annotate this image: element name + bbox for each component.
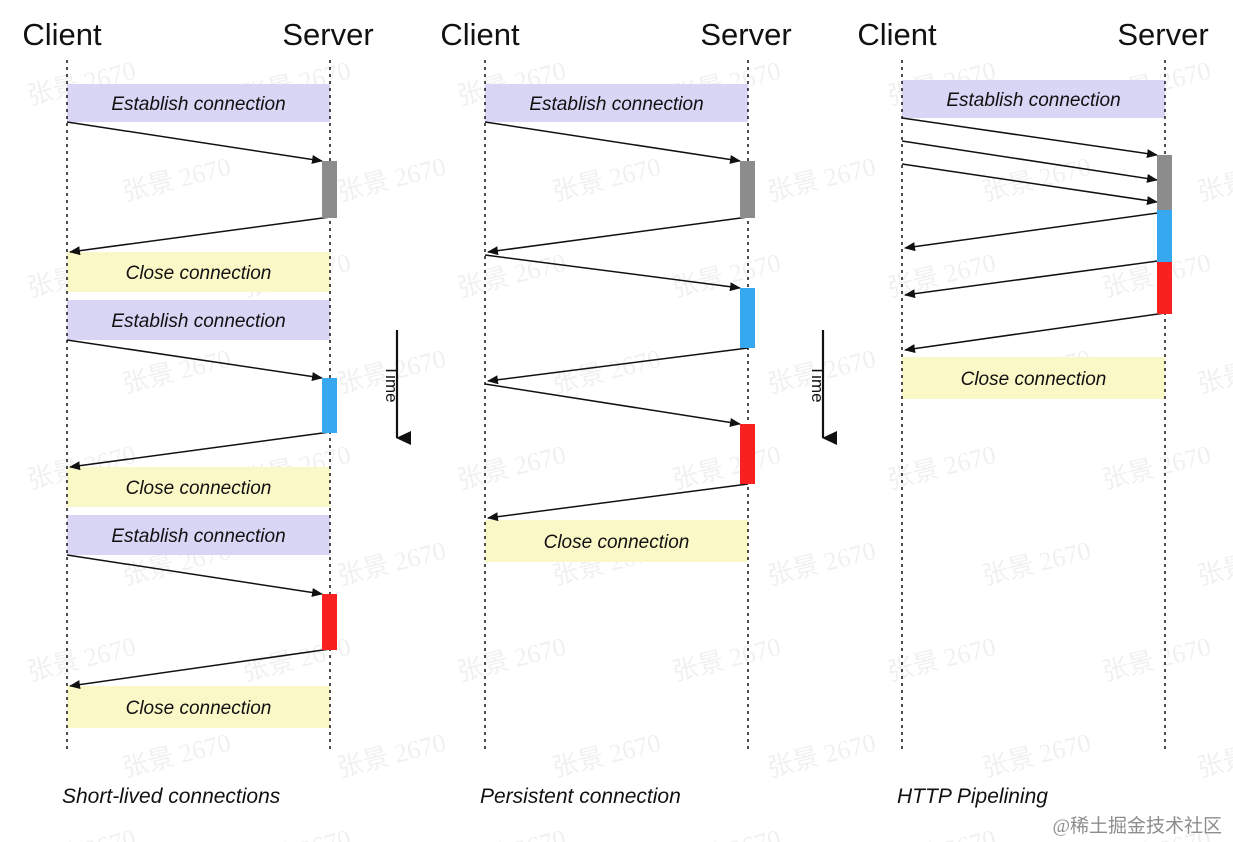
watermark-text: 张景 2670 — [549, 728, 663, 783]
time-axis: Time — [808, 330, 837, 445]
band-establish — [485, 84, 748, 122]
server-activation-block-red — [1157, 262, 1172, 314]
band-label: Establish connection — [111, 94, 285, 115]
watermark-text: 张景 2670 — [549, 152, 663, 207]
server-activation-block-red — [322, 594, 337, 650]
message-arrow-request — [66, 339, 323, 381]
band-label: Close connection — [961, 369, 1107, 390]
band-establish — [67, 84, 330, 122]
watermark-text: 张景 2670 — [884, 824, 998, 842]
message-arrow-response — [904, 312, 1166, 354]
watermark-text: 张景 2670 — [1194, 728, 1233, 783]
watermark-text: 张景 2670 — [669, 632, 783, 687]
time-axis: Time — [382, 330, 411, 445]
watermark-text: 张景 2670 — [979, 152, 1093, 207]
watermark-text: 张景 2670 — [1099, 440, 1213, 495]
band-establish — [67, 515, 330, 555]
band-close — [67, 467, 330, 507]
brand-watermark: @稀土掘金技术社区 — [1053, 815, 1223, 837]
watermark-text: 张景 2670 — [454, 824, 568, 842]
message-arrow-response — [904, 259, 1166, 299]
server-activation-block-blue — [740, 288, 755, 348]
band-close — [485, 520, 748, 562]
watermark-text: 张景 2670 — [979, 536, 1093, 591]
server-activation-block-blue — [322, 378, 337, 433]
message-arrow-response — [487, 483, 749, 522]
time-label: Time — [382, 365, 401, 402]
band-close — [67, 252, 330, 292]
watermark-text: 张景 2670 — [669, 824, 783, 842]
server-header: Server — [700, 17, 791, 52]
message-arrow-response — [69, 648, 331, 690]
watermark-text: 张景 2670 — [979, 728, 1093, 783]
watermark-text: 张景 2670 — [334, 536, 448, 591]
message-arrow-response — [487, 347, 749, 385]
server-activation-block-red — [740, 424, 755, 484]
message-arrow-request — [66, 554, 323, 597]
message-arrow-request — [901, 163, 1158, 205]
message-arrow-response — [69, 431, 331, 471]
time-axis-layer: Time Time — [382, 330, 837, 445]
watermark-text: 张景 2670 — [764, 152, 878, 207]
band-label: Establish connection — [529, 94, 703, 115]
watermark-text: 张景 2670 — [764, 536, 878, 591]
panel-caption: Persistent connection — [480, 785, 681, 808]
server-activation-block-blue — [1157, 210, 1172, 262]
band-label: Close connection — [126, 478, 272, 499]
message-arrow-request — [901, 117, 1158, 159]
message-arrow-response — [487, 216, 749, 256]
band-close — [67, 686, 330, 728]
watermark-text: 张景 2670 — [119, 152, 233, 207]
band-close — [902, 357, 1165, 399]
band-label: Close connection — [126, 698, 272, 719]
band-label: Establish connection — [946, 90, 1120, 111]
watermark-text: 张景 2670 — [454, 248, 568, 303]
server-activation-block-gray — [740, 161, 755, 218]
server-header: Server — [1117, 17, 1208, 52]
band-establish — [67, 300, 330, 340]
watermark-text: 张景 2670 — [669, 248, 783, 303]
watermark-text: 张景 2670 — [119, 728, 233, 783]
watermark-text: 张景 2670 — [1099, 248, 1213, 303]
watermark-text: 张景 2670 — [454, 440, 568, 495]
band-establish — [902, 80, 1165, 118]
watermark-text: 张景 2670 — [334, 728, 448, 783]
panel-caption: HTTP Pipelining — [897, 785, 1048, 808]
watermark-text: 张景 2670 — [119, 344, 233, 399]
client-header: Client — [22, 17, 102, 52]
message-arrow-request — [66, 121, 323, 164]
client-header: Client — [440, 17, 520, 52]
message-arrow-response — [69, 216, 331, 256]
server-activation-block-gray — [1157, 155, 1172, 210]
watermark-text: 张景 2670 — [334, 152, 448, 207]
server-header: Server — [282, 17, 373, 52]
client-header: Client — [857, 17, 937, 52]
band-label: Close connection — [126, 263, 272, 284]
watermark-text: 张景 2670 — [1194, 152, 1233, 207]
band-label: Establish connection — [111, 526, 285, 547]
watermark-text: 张景 2670 — [454, 632, 568, 687]
panel-caption: Short-lived connections — [62, 785, 281, 808]
watermark-text: 张景 2670 — [24, 824, 138, 842]
time-label: Time — [808, 365, 827, 402]
message-arrow-request — [484, 383, 741, 427]
message-arrow-response — [904, 211, 1166, 252]
watermark-text: 张景 2670 — [1194, 536, 1233, 591]
message-arrow-request — [901, 140, 1158, 183]
message-arrow-request — [484, 121, 741, 164]
message-arrow-request — [484, 254, 741, 292]
watermark-text: 张景 2670 — [239, 824, 353, 842]
watermark-text: 张景 2670 — [764, 728, 878, 783]
watermark-text: 张景 2670 — [1194, 344, 1233, 399]
server-activation-block-gray — [322, 161, 337, 218]
band-label: Establish connection — [111, 311, 285, 332]
watermark-text: 张景 2670 — [1099, 632, 1213, 687]
band-label: Close connection — [544, 532, 690, 553]
